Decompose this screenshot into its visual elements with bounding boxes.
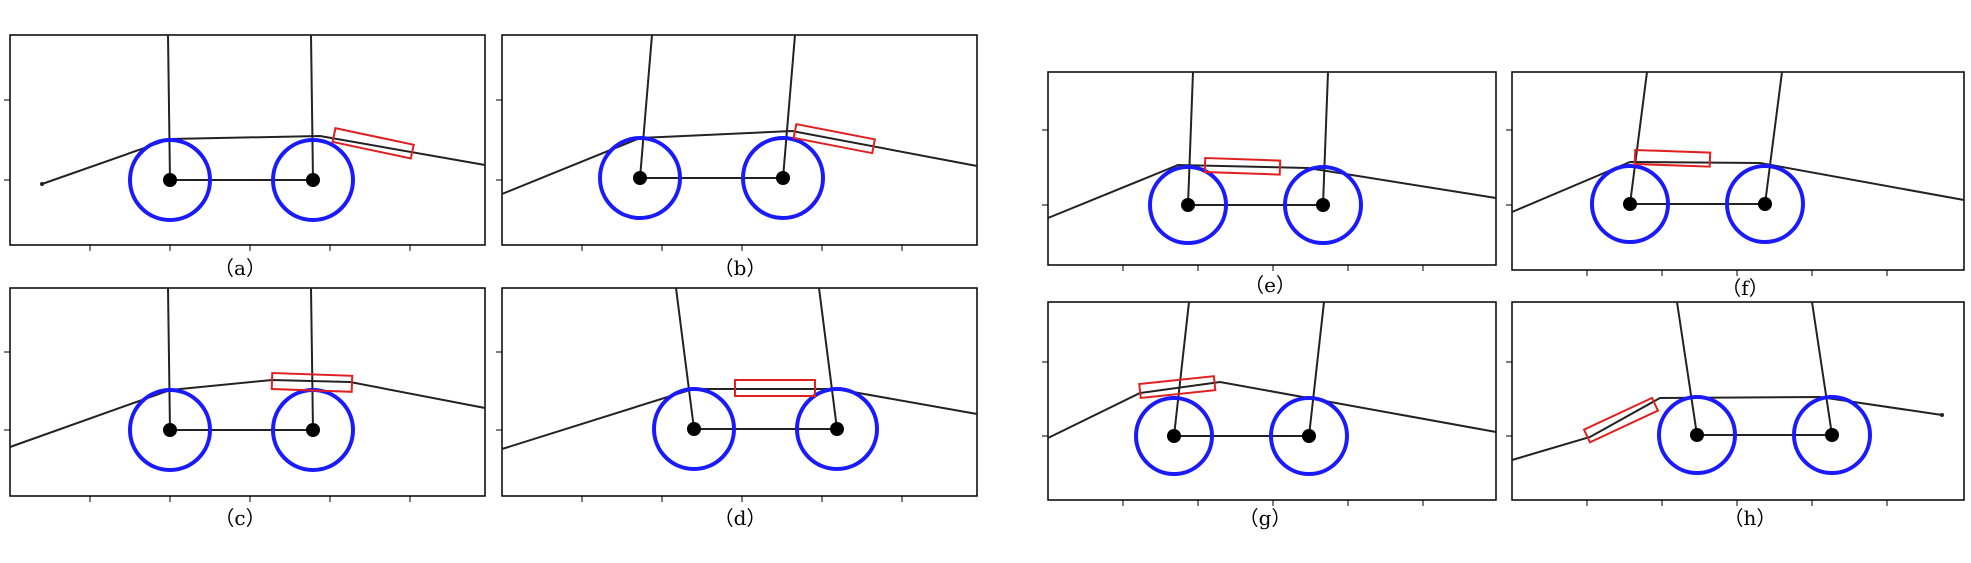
right-leg [782, 34, 796, 179]
panel-caption: （g） [1239, 506, 1292, 530]
terrain-endpoint [40, 182, 44, 186]
terrain-line [1511, 395, 1943, 461]
panel-caption: （h） [1724, 506, 1777, 530]
left-wheel [1657, 395, 1737, 475]
left-leg [675, 287, 695, 430]
axis-ticks [1506, 361, 1888, 506]
panel-caption: （d） [714, 506, 767, 530]
right-leg [1308, 301, 1325, 437]
right-hub [306, 173, 320, 187]
axis-ticks [4, 99, 411, 251]
obstacle-block [331, 126, 415, 160]
right-leg [1764, 71, 1783, 205]
left-hub [163, 423, 177, 437]
left-wheel [128, 388, 212, 472]
right-hub [1302, 429, 1316, 443]
panel-c: （c） [4, 287, 486, 530]
right-leg [818, 287, 838, 430]
right-wheel [271, 138, 355, 222]
terrain-line [1511, 160, 1965, 213]
panel-frame [501, 287, 978, 497]
left-hub [163, 173, 177, 187]
right-hub [830, 422, 844, 436]
obstacle-block [1138, 375, 1217, 400]
obstacle-block [1582, 396, 1660, 444]
panel-f: （f） [1506, 71, 1965, 300]
right-leg [310, 34, 314, 181]
panel-a: （a） [4, 34, 486, 280]
left-leg [1187, 71, 1194, 206]
right-hub [1825, 428, 1839, 442]
left-wheel [1148, 165, 1228, 245]
obstacle-block [734, 379, 816, 397]
terrain-line [501, 129, 978, 195]
panel-h: （h） [1506, 301, 1965, 530]
left-wheel [598, 136, 682, 220]
terrain-line [9, 378, 486, 448]
panel-d: （d） [496, 287, 978, 530]
axis-ticks [1042, 129, 1424, 271]
left-hub [633, 171, 647, 185]
left-wheel [128, 138, 212, 222]
right-leg [1322, 71, 1329, 206]
left-leg [1173, 301, 1190, 437]
panel-frame [9, 287, 486, 497]
left-leg [639, 34, 653, 179]
obstacle-block [1203, 156, 1282, 176]
right-wheel [1792, 395, 1872, 475]
panel-frame [1511, 301, 1965, 501]
axis-ticks [1042, 361, 1424, 506]
panel-frame [501, 34, 978, 246]
left-wheel [652, 387, 736, 471]
right-wheel [741, 136, 825, 220]
panel-caption: （e） [1244, 273, 1296, 297]
left-hub [1690, 428, 1704, 442]
panel-b: （b） [496, 34, 978, 280]
axis-ticks [4, 351, 411, 502]
axis-ticks [496, 351, 903, 502]
left-hub [1181, 198, 1195, 212]
right-wheel [1283, 165, 1363, 245]
left-hub [1167, 429, 1181, 443]
right-leg [1811, 301, 1833, 436]
obstacle-block [270, 371, 354, 393]
panel-frame [9, 34, 486, 246]
left-hub [687, 422, 701, 436]
panel-caption: （f） [1721, 276, 1768, 300]
left-leg [167, 34, 171, 181]
right-wheel [795, 387, 879, 471]
panel-frame [1047, 301, 1497, 501]
panel-caption: （a） [214, 256, 266, 280]
right-hub [776, 171, 790, 185]
left-leg [1676, 301, 1698, 436]
panel-caption: （b） [714, 256, 767, 280]
panel-g: （g） [1042, 301, 1497, 530]
left-hub [1623, 197, 1637, 211]
panel-e: （e） [1042, 71, 1497, 297]
axis-ticks [496, 99, 903, 251]
terrain-line [501, 388, 978, 450]
obstacle-block [1633, 148, 1712, 168]
right-wheel [1269, 396, 1349, 476]
right-hub [1316, 198, 1330, 212]
left-wheel [1590, 164, 1670, 244]
right-hub [1758, 197, 1772, 211]
right-wheel [1725, 164, 1805, 244]
panel-frame [1511, 71, 1965, 271]
terrain-endpoint [1940, 413, 1944, 417]
left-leg [1629, 71, 1648, 205]
obstacle-block [792, 122, 877, 155]
terrain-line [1047, 163, 1497, 219]
left-wheel [1134, 396, 1214, 476]
panel-frame [1047, 71, 1497, 266]
right-hub [306, 423, 320, 437]
right-leg [310, 287, 314, 431]
terrain-line [41, 134, 486, 185]
panel-caption: （c） [214, 506, 265, 530]
left-leg [167, 287, 171, 431]
axis-ticks [1506, 129, 1888, 276]
